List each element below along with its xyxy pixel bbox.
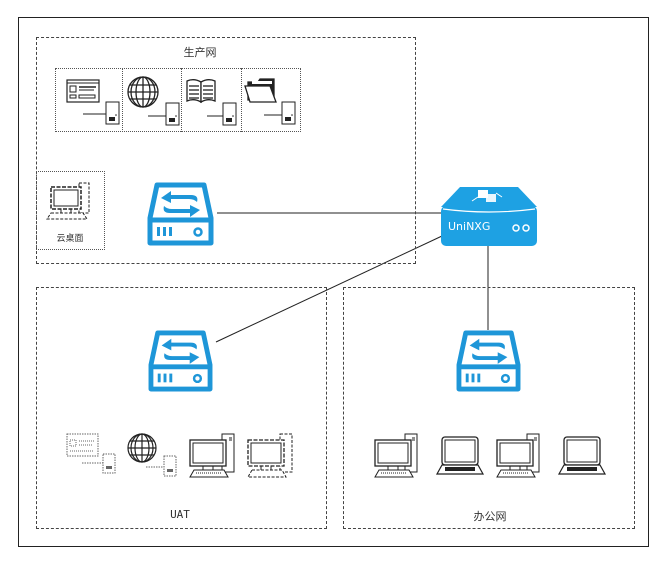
office-switch-icon[interactable] <box>455 330 522 392</box>
strip-divider <box>241 68 242 132</box>
docs-service <box>186 79 237 126</box>
production-zone <box>36 37 416 264</box>
office-laptop-icon <box>435 436 485 475</box>
cloud-desktop-box <box>36 171 105 250</box>
strip-divider <box>181 68 182 132</box>
globe-icon <box>127 76 159 108</box>
folder-icon <box>244 78 277 103</box>
office-laptop-icon <box>557 436 607 475</box>
office-desktop-computer-icon <box>496 433 540 478</box>
server-icon <box>105 101 120 125</box>
gateway-label: UniNXG <box>448 220 491 233</box>
production-switch-icon[interactable] <box>147 182 214 246</box>
server-icon <box>281 101 296 125</box>
uat-zone <box>36 287 327 529</box>
production-zone-label: 生产网 <box>183 46 217 59</box>
server-icon <box>222 102 237 126</box>
strip-divider <box>122 68 123 132</box>
uat-globe-icon <box>127 433 177 477</box>
uat-desktop-computer-icon <box>189 433 235 478</box>
web-service <box>66 79 120 125</box>
files-service <box>244 78 296 125</box>
book-icon <box>186 79 216 104</box>
office-zone <box>343 287 635 529</box>
cloud-desktop-label: 云桌面 <box>56 234 84 244</box>
office-desktop-computer-icon <box>374 433 418 478</box>
uat-switch-icon[interactable] <box>147 330 214 392</box>
diagram-frame <box>18 17 649 547</box>
link-gateway-uat <box>215 235 443 343</box>
web-page-icon <box>66 79 100 103</box>
server-icon <box>165 102 180 126</box>
uat-cloud-desktop-icon <box>247 433 293 478</box>
cloud-desktop-icon <box>46 182 90 220</box>
office-zone-label: 办公网 <box>473 510 507 523</box>
gateway-device-icon[interactable] <box>440 185 538 247</box>
uat-web-page-icon <box>66 433 116 474</box>
uat-zone-label: UAT <box>170 508 190 521</box>
production-services-strip <box>55 68 301 132</box>
internet-service <box>127 76 180 126</box>
